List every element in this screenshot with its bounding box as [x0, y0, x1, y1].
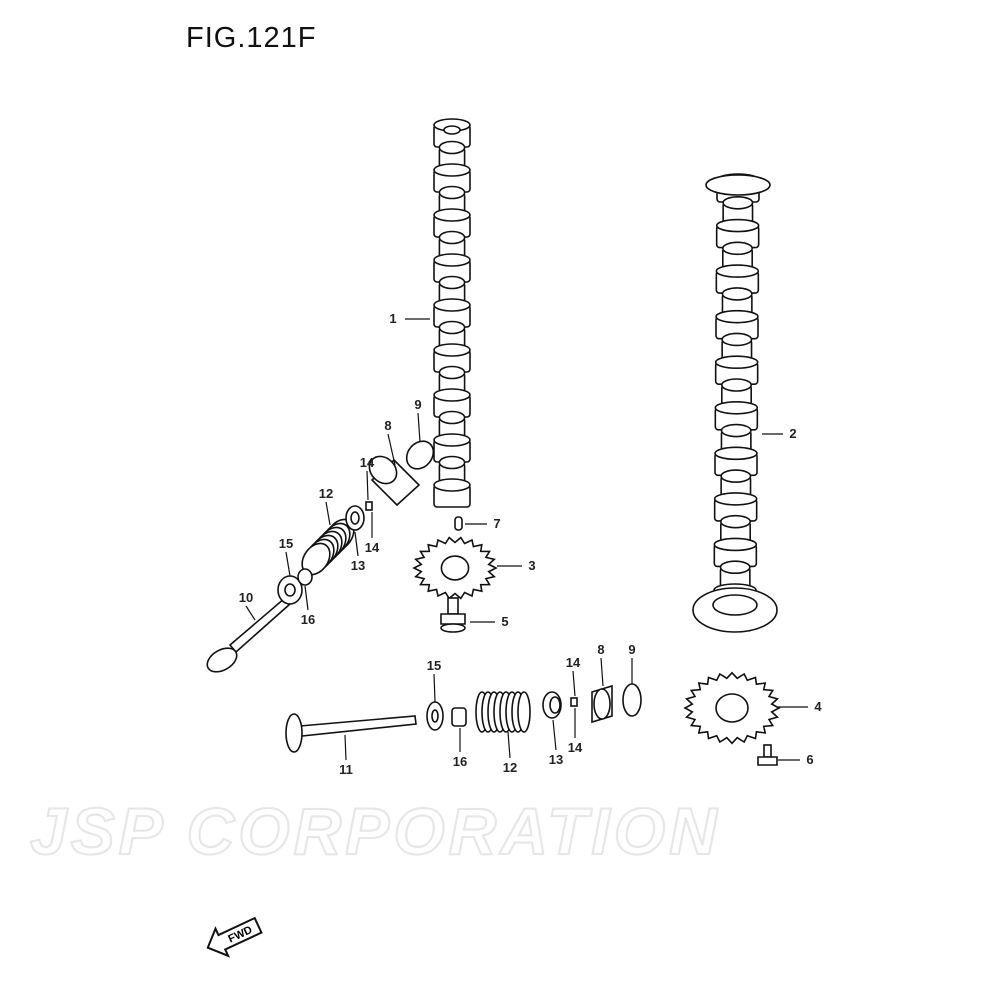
callout-12[interactable]: 12	[503, 760, 517, 775]
callout-8[interactable]: 8	[384, 418, 391, 433]
leader-line	[285, 551, 291, 577]
callout-15[interactable]: 15	[279, 536, 293, 551]
callout-10[interactable]: 10	[239, 590, 253, 605]
valve-10[interactable]	[203, 596, 292, 677]
callout-12[interactable]: 12	[319, 486, 333, 501]
leader-line	[552, 719, 557, 751]
callout-14[interactable]: 14	[566, 655, 581, 670]
cotter-14[interactable]	[365, 501, 578, 707]
fwd-arrow-icon: FWD	[206, 916, 263, 958]
figure-title: FIG.121F	[186, 22, 317, 54]
callout-11[interactable]: 11	[339, 762, 353, 777]
leader-line	[245, 605, 256, 621]
leader-line	[507, 731, 511, 759]
callout-5[interactable]: 5	[501, 614, 508, 629]
shim-9[interactable]	[401, 436, 439, 474]
valve-spring-12[interactable]	[475, 691, 531, 733]
callout-14[interactable]: 14	[365, 540, 380, 555]
callout-6[interactable]: 6	[806, 752, 813, 767]
callout-13[interactable]: 13	[549, 752, 563, 767]
tappet-8[interactable]	[591, 684, 613, 724]
callout-4[interactable]: 4	[814, 699, 822, 714]
cam-sprocket-3[interactable]	[412, 536, 498, 600]
camshaft-1[interactable]	[433, 118, 471, 508]
callout-15[interactable]: 15	[427, 658, 441, 673]
camshaft-2[interactable]	[692, 173, 778, 633]
callout-2[interactable]: 2	[789, 426, 796, 441]
shim-9[interactable]	[622, 683, 642, 717]
retainer-13[interactable]	[345, 505, 365, 531]
callout-8[interactable]: 8	[597, 642, 604, 657]
valve-11[interactable]	[285, 713, 417, 753]
seal-16[interactable]	[297, 568, 467, 727]
valve-spring-12[interactable]	[296, 514, 359, 580]
leader-line	[572, 670, 576, 697]
callout-7[interactable]: 7	[493, 516, 500, 531]
bolt-6[interactable]	[757, 744, 778, 766]
callout-16[interactable]: 16	[453, 754, 467, 769]
leader-line	[387, 433, 396, 466]
callout-3[interactable]: 3	[528, 558, 535, 573]
callout-9[interactable]: 9	[414, 397, 421, 412]
leader-line	[325, 501, 331, 526]
callout-14[interactable]: 14	[360, 455, 375, 470]
callout-16[interactable]: 16	[301, 612, 315, 627]
leader-line	[354, 531, 359, 557]
callout-9[interactable]: 9	[628, 642, 635, 657]
tappet-8[interactable]	[364, 451, 421, 507]
watermark: JSP CORPORATION	[29, 794, 721, 868]
leader-line	[417, 412, 421, 443]
bolt-5[interactable]	[440, 597, 466, 633]
leader-line	[600, 657, 604, 687]
leader-line	[366, 470, 369, 501]
callout-1[interactable]: 1	[389, 311, 396, 326]
callout-13[interactable]: 13	[351, 558, 365, 573]
leader-line	[304, 585, 309, 611]
cam-sprocket-4[interactable]	[683, 671, 781, 745]
pin-7[interactable]	[454, 516, 463, 531]
leader-line	[433, 673, 436, 703]
leader-line	[344, 734, 347, 761]
retainer-13[interactable]	[542, 691, 562, 719]
callout-14[interactable]: 14	[568, 740, 583, 755]
seat-15[interactable]	[426, 701, 444, 731]
